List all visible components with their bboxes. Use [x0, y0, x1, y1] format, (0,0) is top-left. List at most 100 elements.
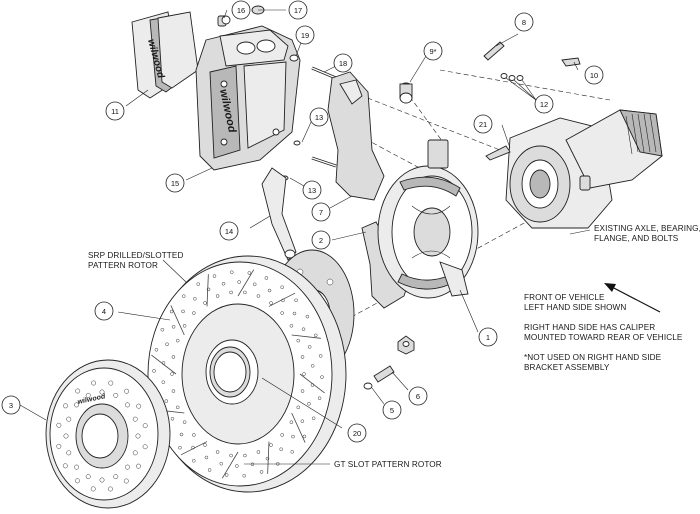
rotor-drill-hole [311, 416, 316, 421]
rotor-drill-hole [307, 402, 311, 406]
callout-14: 14 [219, 221, 239, 241]
rotor-drill-hole [221, 281, 226, 286]
rotor-slot [206, 274, 209, 307]
bolt-21 [485, 145, 511, 161]
rotor-drill-hole [320, 375, 324, 379]
rotor-drill-hole [302, 372, 306, 376]
rotor-drill-hole [178, 445, 182, 450]
rotor-drill-hole [193, 297, 197, 301]
hat-hole [75, 388, 81, 394]
callout-number-13a: 13 [315, 113, 323, 122]
callout-5: 5 [382, 400, 402, 420]
callout-bubble-12 [534, 94, 554, 114]
callout-11: 11 [105, 101, 125, 121]
callout-bubble-19 [295, 25, 315, 45]
rotor-drill-hole [215, 294, 220, 298]
rotor-drill-hole [192, 311, 196, 315]
rotor-drill-hole [229, 290, 233, 295]
note-line: MOUNTED TOWARD REAR OF VEHICLE [524, 333, 683, 342]
rotor-drill-hole [317, 396, 322, 400]
hat-hole [125, 464, 130, 470]
callout-15: 15 [165, 173, 185, 193]
callout-number-13b: 13 [308, 186, 316, 195]
rotor-drill-hole [300, 355, 305, 359]
callout-number-1: 1 [486, 333, 490, 342]
caliper: wilwood [195, 25, 301, 171]
callout-3: 3 [1, 395, 21, 415]
hat-hole [74, 402, 79, 408]
park-brake-assembly [377, 139, 479, 299]
srp-rotor-label-line1: SRP DRILLED/SLOTTED [88, 251, 183, 260]
callout-number-14: 14 [225, 227, 233, 236]
rotor-drill-hole [224, 473, 229, 477]
hat-hole [136, 403, 142, 409]
hat-hole [63, 433, 69, 439]
mounting-bolts [281, 66, 337, 181]
rotor-drill-hole [170, 372, 174, 376]
rotor-drill-hole [300, 419, 305, 423]
rotor-drill-hole [267, 288, 272, 293]
hat-hole [99, 477, 105, 483]
callout-8: 8 [514, 12, 534, 32]
rotor-drill-hole [280, 433, 284, 437]
rotor-drill-hole [171, 355, 176, 359]
hat-hole [74, 464, 79, 470]
rotor-drill-hole [318, 354, 323, 358]
hat-hole [108, 380, 114, 386]
callout-bubble-21 [473, 114, 493, 134]
rotor-drill-hole [252, 282, 257, 287]
rotor-drill-hole [165, 342, 169, 346]
callout-4: 4 [94, 301, 114, 321]
note-line: BRACKET ASSEMBLY [524, 363, 610, 372]
rotor-slot [291, 334, 321, 339]
rotor-drill-hole [302, 434, 307, 439]
callout-number-5: 5 [390, 406, 394, 415]
callout-bubble-9 [423, 41, 443, 61]
rotor-drill-hole [230, 270, 234, 275]
rotor-drill-hole [279, 447, 283, 451]
rotor-drill-hole [207, 468, 212, 472]
rotor-drill-hole [175, 338, 180, 343]
rotor-drill-hole [164, 399, 169, 403]
hat-hole [56, 422, 62, 428]
callout-number-7: 7 [319, 208, 323, 217]
rotor-slot [267, 441, 270, 474]
drilled-slotted-rotor [147, 255, 347, 493]
callout-number-19: 19 [301, 31, 309, 40]
callout-number-21: 21 [479, 120, 487, 129]
hat-hole [91, 380, 97, 386]
callout-bubble-6 [408, 386, 428, 406]
rotor-drill-hole [182, 324, 187, 328]
hat-hole [125, 402, 130, 408]
rotor-drill-hole [204, 455, 209, 460]
callout-number-8: 8 [522, 18, 526, 27]
rotor-drill-hole [192, 458, 196, 463]
callout-number-9: 9* [429, 47, 436, 56]
rotor-drill-hole [171, 325, 176, 329]
rotor-drill-hole [256, 450, 261, 454]
gt-rotor-label: GT SLOT PATTERN ROTOR [334, 460, 442, 469]
callout-18: 18 [333, 53, 353, 73]
rotor-drill-hole [247, 271, 252, 275]
srp-rotor-label: SRP DRILLED/SLOTTED PATTERN ROTOR [88, 251, 183, 270]
callout-bubble-16 [231, 0, 251, 20]
rotor-slot [299, 373, 325, 394]
note-line: RIGHT HAND SIDE HAS CALIPER [524, 323, 655, 332]
rotor-drill-hole [154, 348, 159, 352]
rotor-drill-hole [212, 274, 217, 278]
rotor-drill-hole [203, 301, 207, 305]
washer [289, 54, 299, 62]
hat-hole [74, 478, 80, 484]
rotor-drill-hole [160, 327, 165, 332]
hat-hole [136, 463, 141, 469]
rotor-drill-hole [179, 432, 184, 437]
rotor-slot [151, 354, 177, 375]
rotor-drill-hole [219, 461, 224, 466]
brake-pads: wilwood [131, 11, 199, 99]
callout-9: 9* [423, 41, 443, 61]
gt-rotor-label-text: GT SLOT PATTERN ROTOR [334, 460, 442, 469]
rotor-drill-hole [307, 345, 312, 349]
callout-bubble-15 [165, 173, 185, 193]
